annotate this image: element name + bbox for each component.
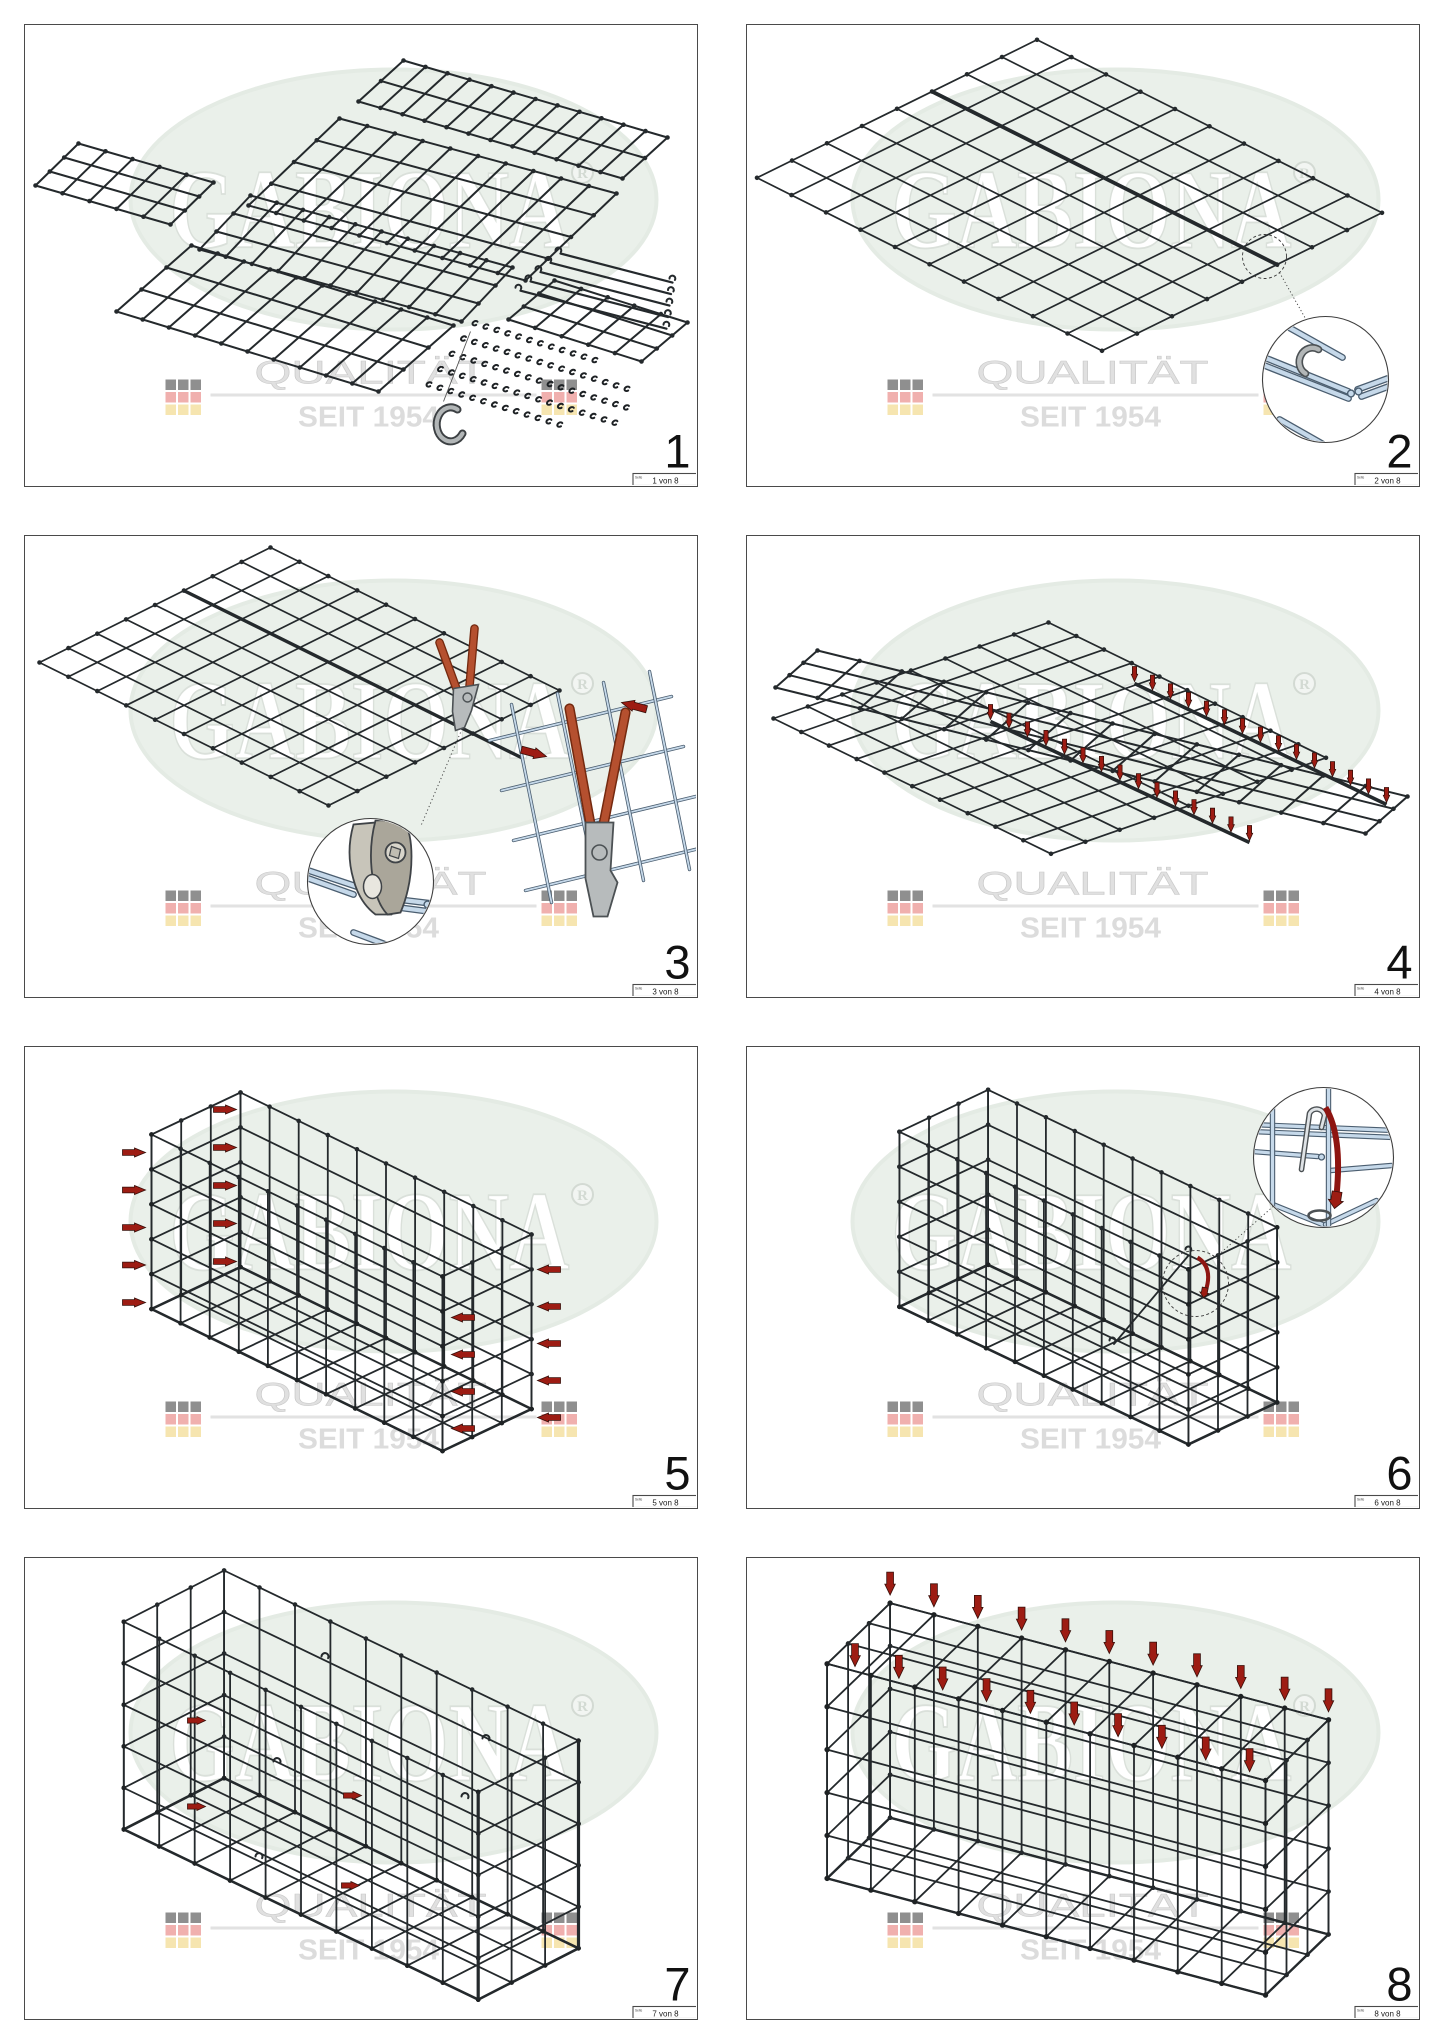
svg-text:2 von 8: 2 von 8	[1374, 477, 1401, 485]
svg-text:7: 7	[664, 1958, 690, 2011]
svg-text:Seite: Seite	[1357, 476, 1364, 480]
svg-text:8 von 8: 8 von 8	[1374, 2010, 1401, 2018]
svg-text:8: 8	[1386, 1958, 1412, 2011]
svg-text:Seite: Seite	[1357, 1498, 1364, 1502]
svg-text:6: 6	[1386, 1447, 1412, 1500]
svg-text:3 von 8: 3 von 8	[652, 988, 679, 996]
svg-text:4 von 8: 4 von 8	[1374, 988, 1401, 996]
svg-text:4: 4	[1386, 936, 1412, 989]
svg-text:2: 2	[1386, 425, 1412, 478]
svg-text:7 von 8: 7 von 8	[652, 2010, 679, 2018]
svg-text:1: 1	[664, 425, 690, 478]
svg-text:Seite: Seite	[635, 987, 642, 991]
svg-text:3: 3	[664, 936, 690, 989]
svg-text:Seite: Seite	[635, 476, 642, 480]
svg-text:5 von 8: 5 von 8	[652, 1499, 679, 1507]
svg-text:Seite: Seite	[635, 1498, 642, 1502]
svg-text:6 von 8: 6 von 8	[1374, 1499, 1401, 1507]
svg-text:Seite: Seite	[1357, 987, 1364, 991]
svg-text:5: 5	[664, 1447, 690, 1500]
svg-text:1 von 8: 1 von 8	[652, 477, 679, 485]
svg-text:Seite: Seite	[1357, 2009, 1364, 2013]
svg-text:Seite: Seite	[635, 2009, 642, 2013]
